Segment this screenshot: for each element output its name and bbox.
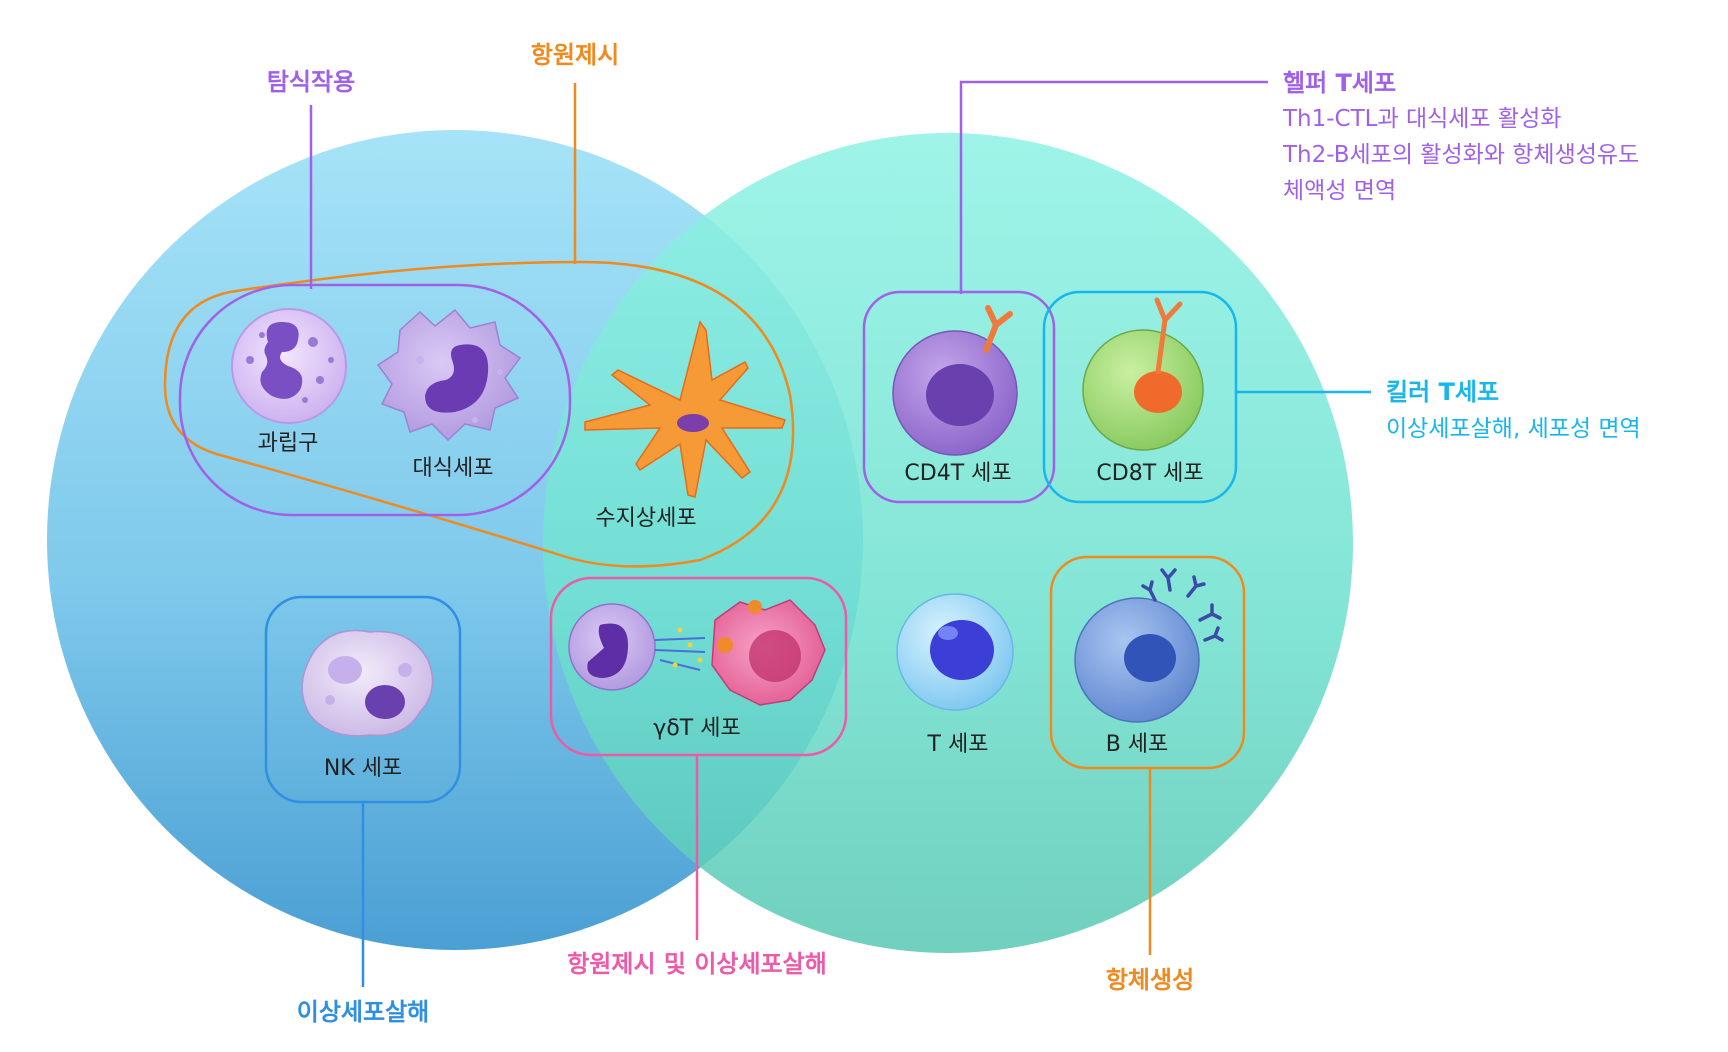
granulocyte-illustration	[231, 308, 347, 424]
nk-function-title: 이상세포살해	[296, 998, 430, 1026]
t-cell-illustration	[896, 593, 1014, 711]
helper-t-title: 헬퍼 T세포	[1283, 69, 1397, 97]
cd4t-illustration	[892, 305, 1018, 456]
cd8t-box	[1042, 290, 1238, 504]
nk-label: NK 세포	[323, 756, 403, 781]
gdt-box	[549, 576, 848, 757]
dendritic-label: 수지상세포	[595, 506, 697, 531]
b-label: B 세포	[1105, 732, 1169, 757]
b-box	[1049, 555, 1246, 770]
nk-cell-illustration	[301, 629, 434, 737]
granulocyte-label: 과립구	[257, 431, 319, 456]
helper-t-line-2: Th2-B세포의 활성화와 항체생성유도	[1283, 142, 1640, 168]
cd4t-box	[862, 290, 1056, 504]
helper-t-line-3: 체액성 면역	[1283, 178, 1397, 204]
killer-t-title: 킬러 T세포	[1386, 378, 1500, 406]
adaptive-immunity-circle	[543, 133, 1353, 953]
macrophage-label: 대식세포	[412, 456, 494, 481]
antigen-presentation-group-outline	[163, 260, 795, 568]
antibody-title: 항체생성	[1105, 966, 1195, 994]
killer-t-line: 이상세포살해, 세포성 면역	[1386, 416, 1641, 442]
antigen-presentation-title: 항원제시	[530, 41, 620, 69]
helper-t-line-1: Th1-CTL과 대식세포 활성화	[1283, 106, 1562, 132]
dendritic-cell-illustration	[584, 320, 786, 498]
gdt-label: γδT 세포	[653, 716, 741, 741]
gdt-cell-illustration	[568, 599, 826, 706]
phagocytosis-group-outline	[178, 283, 572, 517]
b-cell-illustration	[1074, 568, 1224, 723]
helper-t-leader-line	[959, 80, 1268, 294]
macrophage-illustration	[376, 308, 522, 442]
phagocytosis-title: 탐식작용	[266, 68, 356, 96]
cd8t-illustration	[1082, 297, 1204, 451]
t-label: T 세포	[927, 732, 989, 757]
cd4t-label: CD4T 세포	[904, 461, 1012, 486]
gd-function-title: 항원제시 및 이상세포살해	[567, 950, 827, 978]
cd8t-label: CD8T 세포	[1096, 461, 1204, 486]
